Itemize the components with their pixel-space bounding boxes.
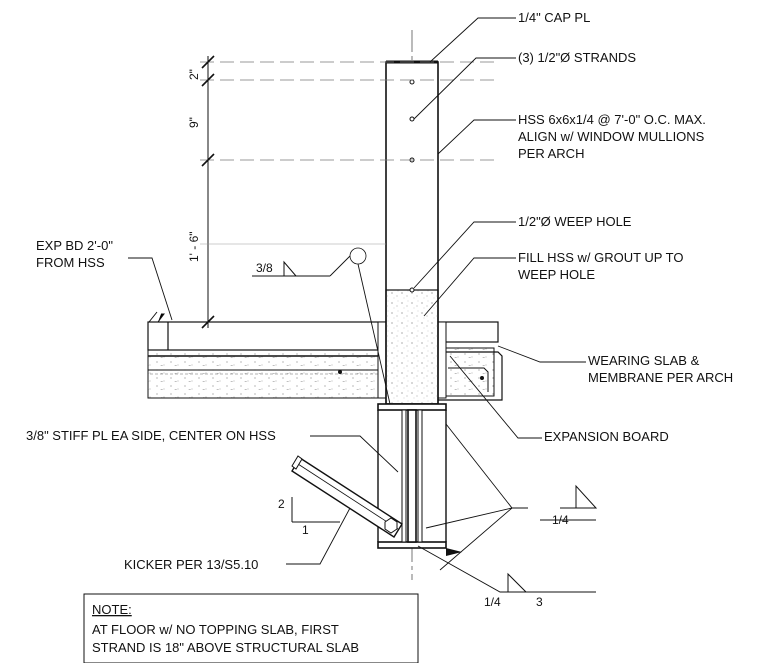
weld-symbol-3-8: 3/8 <box>252 247 391 405</box>
steel-beam <box>377 403 447 549</box>
slope-rise: 2 <box>278 497 285 511</box>
fill-hss-label-2: WEEP HOLE <box>518 267 595 282</box>
dim-1ft-6in: 1' - 6" <box>187 231 201 262</box>
strands-label: (3) 1/2"Ø STRANDS <box>518 50 636 65</box>
hss-label-1: HSS 6x6x1/4 @ 7'-0" O.C. MAX. <box>518 112 706 127</box>
note-line-2: STRAND IS 18" ABOVE STRUCTURAL SLAB <box>92 640 359 655</box>
cap-pl-label: 1/4" CAP PL <box>518 10 590 25</box>
wearing-slab-label-1: WEARING SLAB & <box>588 353 700 368</box>
leaders <box>128 17 596 593</box>
weld-1-4-upper-text: 1/4 <box>552 513 569 527</box>
note-box: NOTE: AT FLOOR w/ NO TOPPING SLAB, FIRST… <box>83 593 419 663</box>
hss-label-2: ALIGN w/ WINDOW MULLIONS <box>518 129 705 144</box>
note-line-1: AT FLOOR w/ NO TOPPING SLAB, FIRST <box>92 622 339 637</box>
exp-bd-label-1: EXP BD 2'-0" <box>36 238 113 253</box>
weld-symbol-1-4-upper: 1/4 <box>552 484 598 527</box>
floor-slab <box>147 311 503 401</box>
dim-2in: 2" <box>187 69 201 80</box>
dimension-chain: 2" 9" 1' - 6" <box>187 55 500 329</box>
stiff-pl-label: 3/8" STIFF PL EA SIDE, CENTER ON HSS <box>26 428 276 443</box>
weep-hole <box>409 287 415 293</box>
note-title: NOTE: <box>92 602 132 617</box>
strand-2 <box>409 116 415 122</box>
weld-1-4-lower-size: 1/4 <box>484 595 501 609</box>
slope-run: 1 <box>302 523 309 537</box>
expansion-board-label: EXPANSION BOARD <box>544 429 669 444</box>
fill-hss-label-1: FILL HSS w/ GROUT UP TO <box>518 250 683 265</box>
strand-1 <box>409 79 415 85</box>
kicker-brace <box>291 455 403 538</box>
weld-symbol-1-4-lower: 1/4 3 <box>446 548 543 609</box>
dim-9in: 9" <box>187 117 201 128</box>
hss-label-3: PER ARCH <box>518 146 584 161</box>
weld-3-8-text: 3/8 <box>256 261 273 275</box>
hss-column <box>385 60 439 405</box>
exp-bd-label-2: FROM HSS <box>36 255 105 270</box>
weld-1-4-lower-length: 3 <box>536 595 543 609</box>
kicker-label: KICKER PER 13/S5.10 <box>124 557 258 572</box>
wearing-slab-label-2: MEMBRANE PER ARCH <box>588 370 733 385</box>
callouts: 1/4" CAP PL (3) 1/2"Ø STRANDS HSS 6x6x1/… <box>26 10 733 572</box>
weep-hole-label: 1/2"Ø WEEP HOLE <box>518 214 632 229</box>
